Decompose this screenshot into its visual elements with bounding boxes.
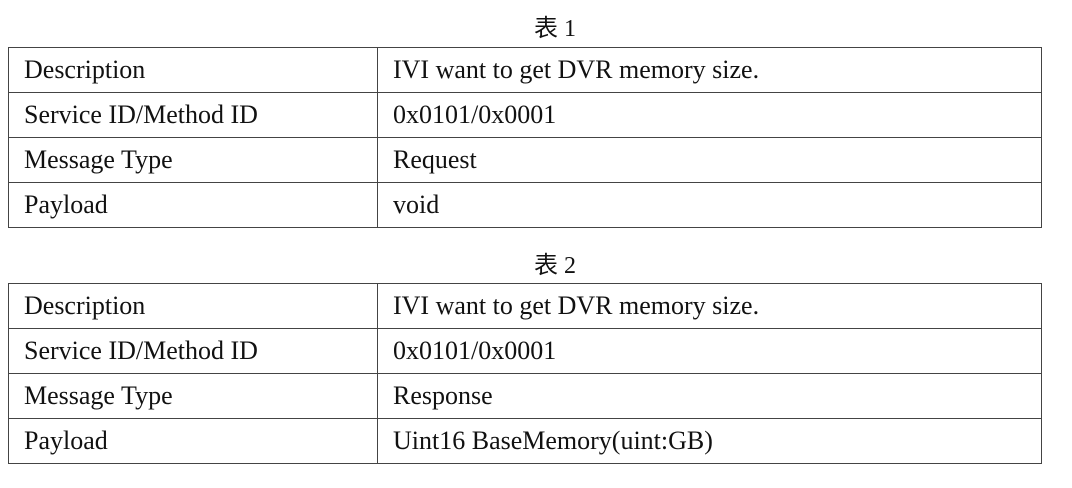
table-1-caption: 表 1 [534, 16, 576, 42]
row-value: 0x0101/0x0001 [377, 328, 1042, 374]
row-label: Description [8, 283, 378, 329]
row-value: void [377, 182, 1042, 228]
row-value: Request [377, 137, 1042, 183]
row-label: Message Type [8, 137, 378, 183]
row-value: Response [377, 373, 1042, 419]
row-label: Service ID/Method ID [8, 328, 378, 374]
row-value: IVI want to get DVR memory size. [377, 283, 1042, 329]
row-label: Service ID/Method ID [8, 92, 378, 138]
row-value: 0x0101/0x0001 [377, 92, 1042, 138]
row-value: Uint16 BaseMemory(uint:GB) [377, 418, 1042, 464]
row-label: Payload [8, 182, 378, 228]
row-label: Message Type [8, 373, 378, 419]
row-label: Description [8, 47, 378, 93]
table-2-caption: 表 2 [534, 253, 576, 279]
row-value: IVI want to get DVR memory size. [377, 47, 1042, 93]
row-label: Payload [8, 418, 378, 464]
